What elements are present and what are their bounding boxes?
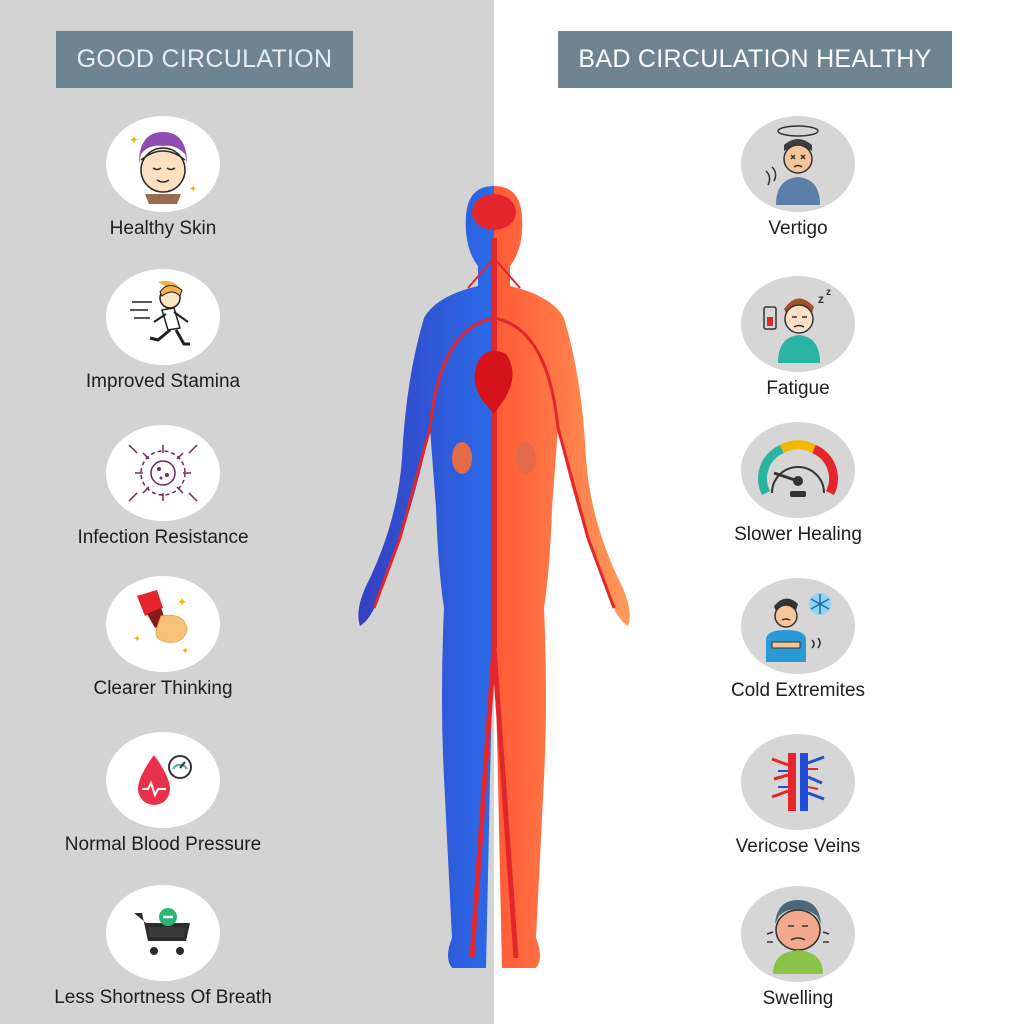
good-item-label: Less Shortness Of Breath [54,987,272,1008]
good-panel-background [0,0,494,1024]
svg-text:✦: ✦ [181,646,189,657]
good-circulation-header: GOOD CIRCULATION [56,31,353,88]
cart-minus-icon [106,885,220,981]
bad-item-swelling: Swelling [648,886,948,1010]
virus-icon [106,425,220,521]
good-item-clearer-thinking: ✦ ✦ ✦ Clearer Thinking [13,576,313,700]
running-person-icon [106,269,220,365]
svg-text:✦: ✦ [177,595,187,609]
svg-text:✦: ✦ [189,184,197,195]
skin-face-icon: ✦ ✦ [106,116,220,212]
good-item-normal-blood-pressure: Normal Blood Pressure [13,732,313,856]
bad-item-label: Fatigue [766,378,830,399]
bad-item-label: Slower Healing [734,524,862,545]
cold-person-icon [741,578,855,674]
good-item-label: Clearer Thinking [93,678,233,699]
dizzy-person-icon [741,116,855,212]
good-item-infection-resistance: Infection Resistance [13,425,313,549]
bad-item-cold-extremites: Cold Extremites [648,578,948,702]
good-item-label: Normal Blood Pressure [64,834,262,855]
tired-person-icon: z z [741,276,855,372]
bad-item-vericose-veins: Vericose Veins [648,734,948,858]
bad-item-label: Swelling [762,988,834,1009]
speedometer-icon [741,422,855,518]
svg-text:z: z [826,287,831,298]
bad-item-vertigo: Vertigo [648,116,948,240]
swollen-face-icon [741,886,855,982]
svg-text:✦: ✦ [129,133,139,147]
veins-icon [741,734,855,830]
good-item-label: Improved Stamina [85,371,241,392]
bad-item-fatigue: z z Fatigue [648,276,948,400]
good-item-less-shortness-of-breath: Less Shortness Of Breath [13,885,313,1009]
good-item-label: Infection Resistance [77,527,249,548]
brush-hand-icon: ✦ ✦ ✦ [106,576,220,672]
circulatory-system-illustration [358,186,630,968]
blood-drop-gauge-icon [106,732,220,828]
svg-text:z: z [818,292,824,306]
bad-item-label: Vertigo [768,218,828,239]
svg-text:✦: ✦ [133,634,141,645]
good-item-improved-stamina: Improved Stamina [13,269,313,393]
bad-item-slower-healing: Slower Healing [648,422,948,546]
good-item-label: Healthy Skin [109,218,217,239]
bad-item-label: Cold Extremites [730,680,866,701]
good-item-healthy-skin: ✦ ✦ Healthy Skin [13,116,313,240]
bad-item-label: Vericose Veins [735,836,861,857]
bad-circulation-header: BAD CIRCULATION HEALTHY [558,31,952,88]
